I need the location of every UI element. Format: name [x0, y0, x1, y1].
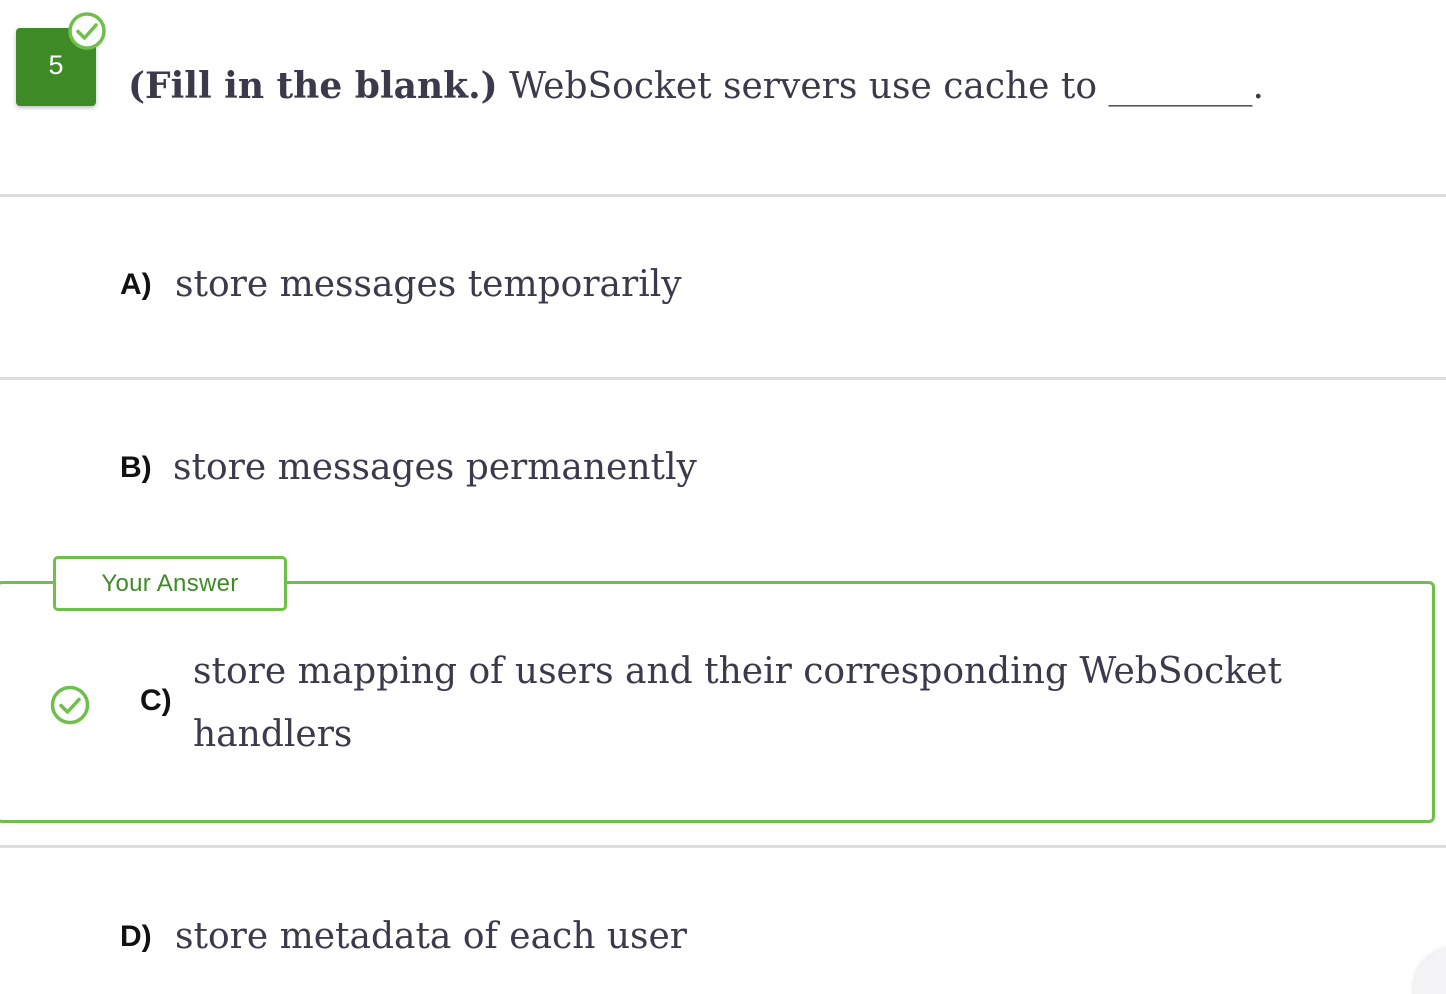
- question-text: (Fill in the blank.) WebSocket servers u…: [128, 62, 1264, 111]
- option-text: store messages permanently: [173, 447, 697, 488]
- your-answer-label: Your Answer: [53, 556, 287, 611]
- check-circle-icon: [68, 12, 106, 50]
- option-text: store metadata of each user: [175, 916, 687, 957]
- divider: [0, 377, 1446, 380]
- divider: [0, 194, 1446, 197]
- option-letter: B): [120, 451, 152, 484]
- question-prefix: (Fill in the blank.): [128, 65, 498, 107]
- question-body: WebSocket servers use cache to ________.: [497, 66, 1264, 107]
- option-letter: A): [120, 268, 152, 301]
- option-letter: D): [120, 920, 152, 953]
- option-letter: C): [140, 684, 172, 717]
- floating-action-button[interactable]: [1414, 948, 1446, 994]
- check-circle-icon: [50, 685, 90, 725]
- divider: [0, 845, 1446, 848]
- question-number: 5: [48, 49, 64, 80]
- option-text: store mapping of users and their corresp…: [193, 651, 1282, 755]
- option-text: store messages temporarily: [175, 264, 682, 305]
- selected-answer-box: [0, 581, 1435, 823]
